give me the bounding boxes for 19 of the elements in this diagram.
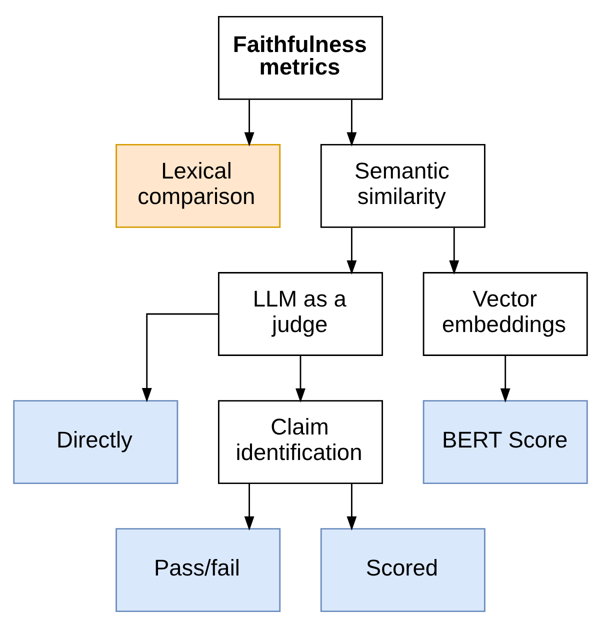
node-box: Scored	[320, 528, 486, 612]
arrow	[346, 100, 357, 147]
node-box: Faithfulness metrics	[218, 16, 383, 100]
node-box: Claim identification	[218, 400, 383, 484]
arrow	[142, 313, 218, 402]
node-box: Pass/fail	[116, 528, 281, 612]
node-box: LLM as a judge	[218, 272, 383, 356]
node-box: Semantic similarity	[320, 144, 486, 228]
arrow	[244, 484, 254, 531]
node-box: Directly	[13, 400, 178, 484]
arrow	[449, 228, 460, 275]
node-box: Vector embeddings	[422, 272, 588, 356]
node-box: BERT Score	[422, 400, 588, 484]
node-box: Lexical comparison	[116, 144, 281, 228]
arrow	[346, 484, 357, 531]
arrow	[296, 356, 306, 403]
arrow	[244, 100, 254, 147]
arrow	[346, 228, 357, 275]
arrow	[500, 356, 510, 403]
